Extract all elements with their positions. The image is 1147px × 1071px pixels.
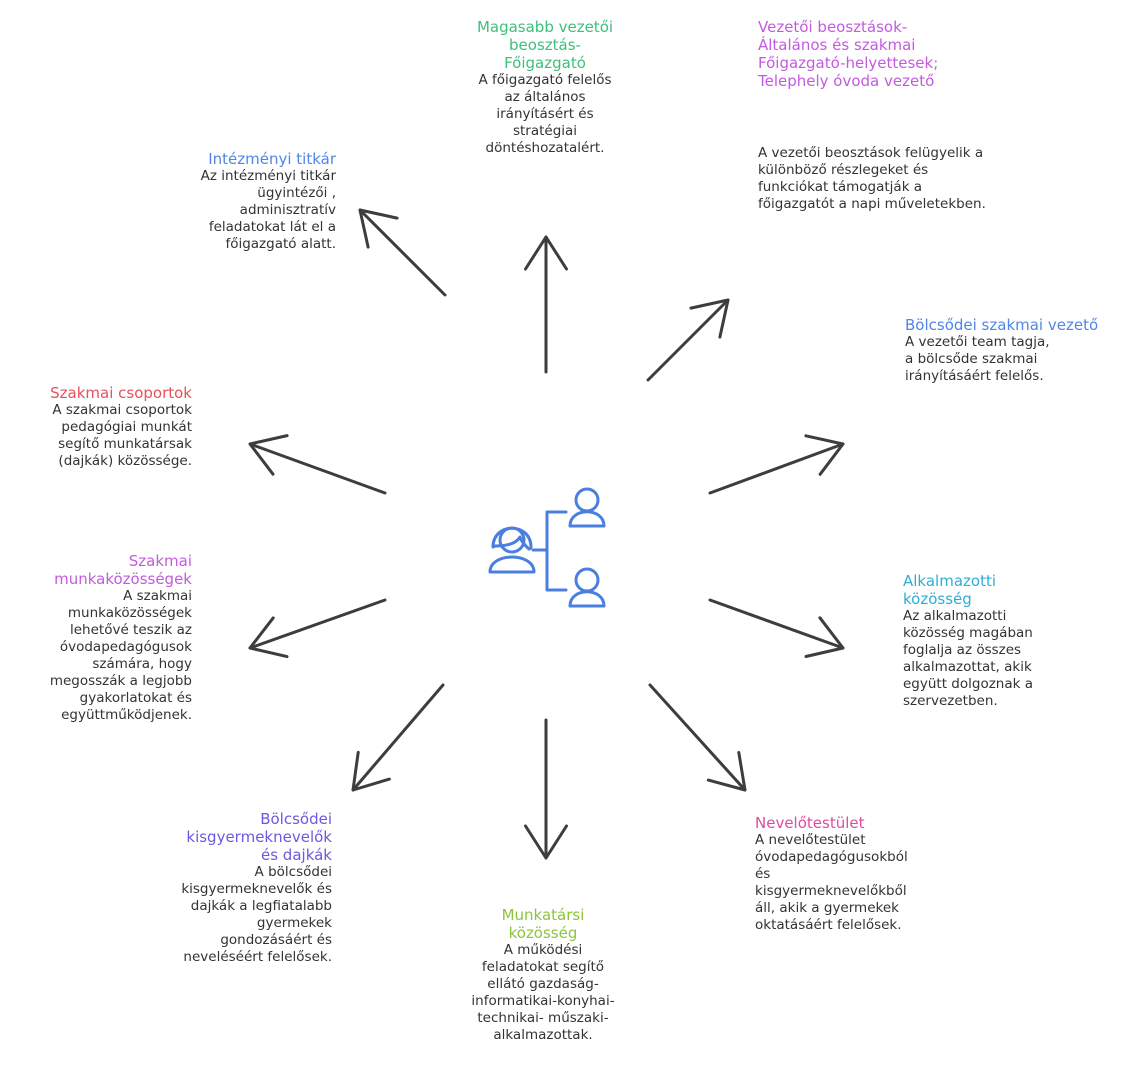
node-description: Az alkalmazotti közösség magában foglalj…: [903, 608, 1034, 709]
node-top: Magasabb vezetői beosztás- Főigazgató A …: [445, 18, 645, 157]
node-title: Bölcsődei szakmai vezető: [905, 316, 1099, 334]
arrow-to-top: [524, 235, 568, 374]
node-right-lower: Alkalmazotti közösség Az alkalmazotti kö…: [903, 572, 1103, 710]
arrow-to-bottom: [524, 718, 568, 860]
node-title: Alkalmazotti közösség: [903, 572, 996, 608]
node-top-right: Vezetői beosztások- Általános és szakmai…: [758, 18, 1038, 213]
node-bottom-right: Nevelőtestület A nevelőtestület óvodaped…: [755, 814, 975, 934]
arrow-to-bottom-left: [351, 683, 445, 792]
node-title: Intézményi titkár: [208, 150, 336, 168]
node-bottom-left: Bölcsődei kisgyermeknevelők és dajkák A …: [100, 810, 332, 966]
node-description: A vezetői team tagja, a bölcsőde szakmai…: [905, 334, 1050, 384]
node-left-lower: Szakmai munkaközösségek A szakmai munkak…: [2, 552, 192, 724]
arrow-to-left-upper: [248, 434, 387, 495]
arrow-to-top-right: [646, 298, 730, 382]
node-right-upper: Bölcsődei szakmai vezető A vezetői team …: [905, 316, 1145, 385]
org-chart-people-icon: [488, 487, 606, 608]
arrowhead: [706, 751, 747, 792]
arrow-to-left-lower: [248, 598, 387, 659]
node-title: Nevelőtestület: [755, 814, 865, 832]
node-description: A főigazgató felelős az általános irányí…: [478, 72, 612, 156]
node-description: A működési feladatokat segítő ellátó gaz…: [471, 942, 615, 1043]
node-title: Bölcsődei kisgyermeknevelők és dajkák: [186, 810, 332, 864]
node-top-left: Intézményi titkár Az intézményi titkár ü…: [120, 150, 336, 253]
arrowhead: [351, 750, 391, 792]
arrowhead: [358, 208, 399, 249]
node-description: A nevelőtestület óvodapedagógusokból és …: [755, 832, 908, 933]
arrowhead: [524, 235, 568, 271]
arrow-to-right-upper: [708, 434, 845, 495]
arrowhead: [689, 298, 730, 339]
arrowhead: [248, 434, 289, 476]
arrowhead: [248, 616, 289, 659]
node-title: Munkatársi közösség: [501, 906, 585, 942]
node-description: Az intézményi titkár ügyintézői , admini…: [200, 168, 336, 252]
arrowhead: [524, 824, 568, 860]
node-title: Szakmai munkaközösségek: [54, 552, 192, 588]
node-description: A vezetői beosztások felügyelik a különb…: [758, 145, 986, 212]
node-title: Szakmai csoportok: [50, 384, 192, 402]
arrow-to-right-lower: [708, 598, 845, 658]
arrowhead: [804, 434, 845, 476]
node-title: Vezetői beosztások- Általános és szakmai…: [758, 18, 939, 90]
node-description: A szakmai munkaközösségek lehetővé teszi…: [49, 588, 192, 723]
node-description: A bölcsődei kisgyermeknevelők és dajkák …: [181, 864, 332, 965]
node-description: A szakmai csoportok pedagógiai munkát se…: [52, 402, 192, 469]
node-left-upper: Szakmai csoportok A szakmai csoportok pe…: [2, 384, 192, 470]
node-bottom: Munkatársi közösség A működési feladatok…: [438, 906, 648, 1044]
arrowhead: [804, 616, 845, 658]
arrow-to-bottom-right: [648, 683, 747, 792]
node-title: Magasabb vezetői beosztás- Főigazgató: [476, 18, 614, 72]
arrow-to-top-left: [358, 208, 447, 297]
